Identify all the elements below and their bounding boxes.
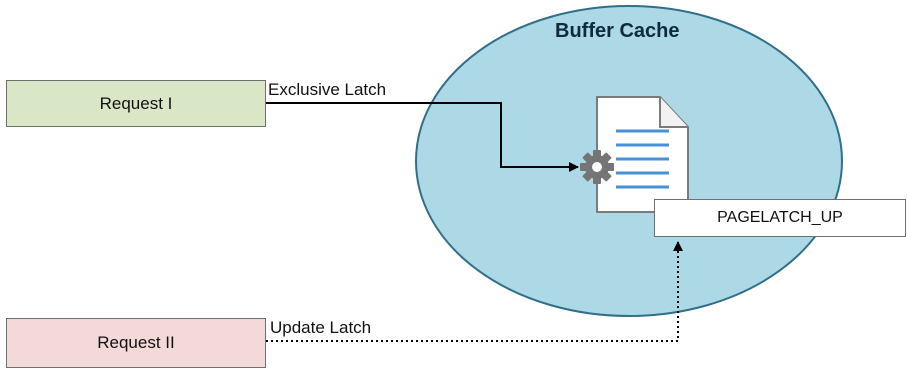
buffer-cache-title: Buffer Cache [555,20,680,42]
request-1-label: Request I [99,93,173,113]
gear-icon [580,150,614,184]
pagelatch-state-box: PAGELATCH_UP [654,199,906,237]
exclusive-latch-label: Exclusive Latch [268,80,387,99]
update-latch-label: Update Latch [270,318,372,337]
request-1-box: Request I [6,80,266,127]
update-latch-arrow [266,241,683,342]
request-2-label: Request II [97,333,175,352]
exclusive-latch-arrow [266,102,579,172]
document-icon [596,96,689,213]
request-2-box: Request II [6,318,266,368]
pagelatch-state-label: PAGELATCH_UP [717,209,843,226]
